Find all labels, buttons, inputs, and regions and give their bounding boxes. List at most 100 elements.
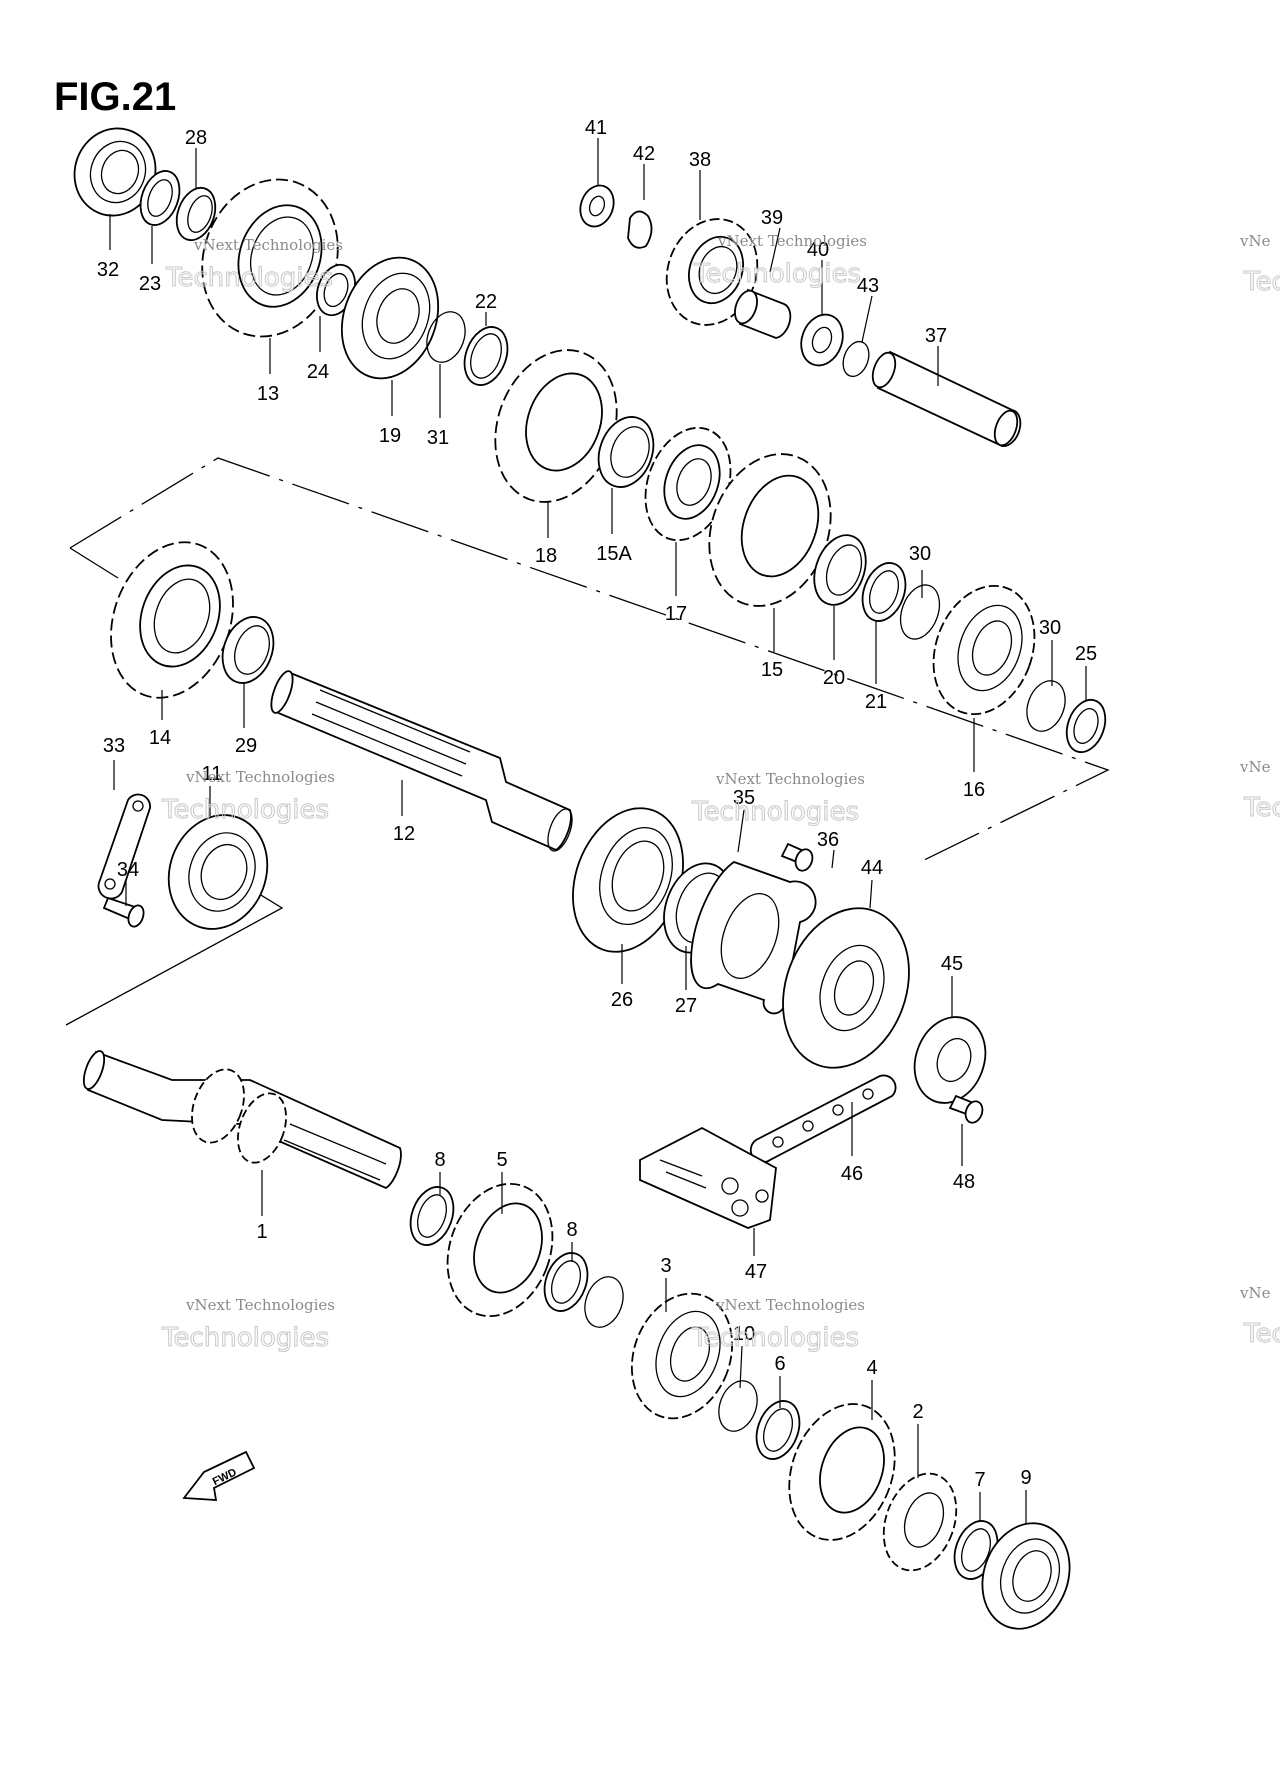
part-41-washer [579, 184, 615, 228]
part-31-circlip [426, 311, 466, 363]
label-26: 26 [611, 989, 633, 1011]
part-20-bushing [813, 534, 867, 606]
svg-text:Technologies: Technologies [691, 797, 859, 827]
label-10: 10 [733, 1323, 755, 1345]
part-25-washer [1065, 698, 1107, 754]
part-47-chain-joint [639, 1126, 777, 1229]
part-8-washer-b [543, 1252, 589, 1312]
part-5-gear [446, 1182, 554, 1318]
leader-lines [109, 138, 1087, 1524]
svg-text:Tec: Tec [1243, 1319, 1280, 1349]
svg-text:vNext Technologies: vNext Technologies [715, 1296, 865, 1314]
svg-text:Technologies: Technologies [161, 795, 329, 825]
label-9: 9 [1020, 1467, 1031, 1489]
label-4: 4 [866, 1357, 877, 1379]
svg-text:vNext Technologies: vNext Technologies [715, 770, 865, 788]
label-41: 41 [585, 117, 607, 139]
label-43: 43 [857, 275, 879, 297]
part-9-bearing [981, 1522, 1071, 1630]
label-14: 14 [149, 727, 171, 749]
svg-text:Technologies: Technologies [161, 1323, 329, 1353]
part-46-chain [749, 1074, 897, 1164]
part-1-driveshaft [82, 1050, 402, 1190]
label-28: 28 [185, 127, 207, 149]
label-17: 17 [665, 603, 687, 625]
label-44: 44 [861, 857, 883, 879]
label-45: 45 [941, 953, 963, 975]
part-6-washer [755, 1400, 801, 1460]
label-1: 1 [256, 1221, 267, 1243]
part-11-bearing [167, 814, 269, 930]
label-18: 18 [535, 545, 557, 567]
label-22: 22 [475, 291, 497, 313]
part-39-bushing [734, 288, 792, 339]
label-12: 12 [393, 823, 415, 845]
svg-text:vNe: vNe [1239, 1284, 1271, 1302]
part-14-gear [110, 541, 234, 699]
label-23: 23 [139, 273, 161, 295]
label-7: 7 [974, 1469, 985, 1491]
part-42-key-washer [627, 210, 653, 249]
part-35-gasket [690, 860, 817, 1015]
part-40-washer [800, 313, 844, 367]
label-5: 5 [496, 1149, 507, 1171]
part-4-gear [788, 1403, 896, 1541]
part-45-plate [913, 1016, 987, 1104]
part-2-gear [882, 1472, 958, 1572]
svg-text:Technologies: Technologies [165, 263, 333, 293]
label-31: 31 [427, 427, 449, 449]
part-17-gear [644, 426, 732, 542]
part-13-gear [201, 178, 339, 338]
label-15: 15 [761, 659, 783, 681]
part-29-bushing [221, 616, 275, 684]
part-10-circlip [718, 1380, 758, 1432]
part-12-countershaft [270, 670, 573, 852]
figure-title: FIG.21 [54, 75, 176, 119]
part-30-circlip-a [899, 584, 941, 640]
label-20: 20 [823, 667, 845, 689]
label-11: 11 [202, 763, 223, 785]
part-44-sprocket [782, 907, 910, 1069]
label-37: 37 [925, 325, 947, 347]
part-21-washer [861, 562, 907, 622]
part-16-gear [932, 584, 1036, 716]
label-21: 21 [865, 691, 887, 713]
forward-arrow-icon: FWD [182, 1450, 256, 1501]
label-47: 47 [745, 1261, 767, 1283]
label-8-a: 8 [434, 1149, 445, 1171]
part-22-washer [463, 326, 509, 386]
label-19: 19 [379, 425, 401, 447]
label-34: 34 [117, 859, 139, 881]
watermark-group: vNext Technologies Technologies vNext Te… [161, 232, 1280, 1354]
label-30-b: 30 [1039, 617, 1061, 639]
part-15-gear [708, 453, 832, 607]
svg-text:Technologies: Technologies [693, 259, 861, 289]
label-46: 46 [841, 1163, 863, 1185]
label-2: 2 [912, 1401, 923, 1423]
part-15A-bushing [597, 416, 655, 488]
part-43-circlip [842, 340, 870, 378]
label-32: 32 [97, 259, 119, 281]
label-33: 33 [103, 735, 125, 757]
part-labels: 32 23 28 13 24 19 31 22 41 42 38 39 40 4… [97, 117, 1097, 1491]
part-19-gear [340, 256, 440, 380]
svg-text:Tec: Tec [1243, 793, 1280, 823]
countershaft-section-frame [69, 457, 1110, 863]
svg-text:vNext Technologies: vNext Technologies [717, 232, 867, 250]
part-37-shaft [871, 350, 1022, 447]
svg-text:vNe: vNe [1239, 232, 1271, 250]
label-24: 24 [307, 361, 329, 383]
svg-text:vNext Technologies: vNext Technologies [185, 768, 335, 786]
part-36-screw [780, 842, 814, 872]
label-39: 39 [761, 207, 783, 229]
svg-text:Technologies: Technologies [691, 1323, 859, 1353]
part-33-plate [97, 793, 151, 900]
label-29: 29 [235, 735, 257, 757]
part-48-bolt [948, 1094, 984, 1124]
part-18-gear [494, 349, 618, 503]
label-13: 13 [257, 383, 279, 405]
label-27: 27 [675, 995, 697, 1017]
part-26-bearing [572, 807, 684, 953]
svg-text:Tec: Tec [1243, 267, 1280, 297]
